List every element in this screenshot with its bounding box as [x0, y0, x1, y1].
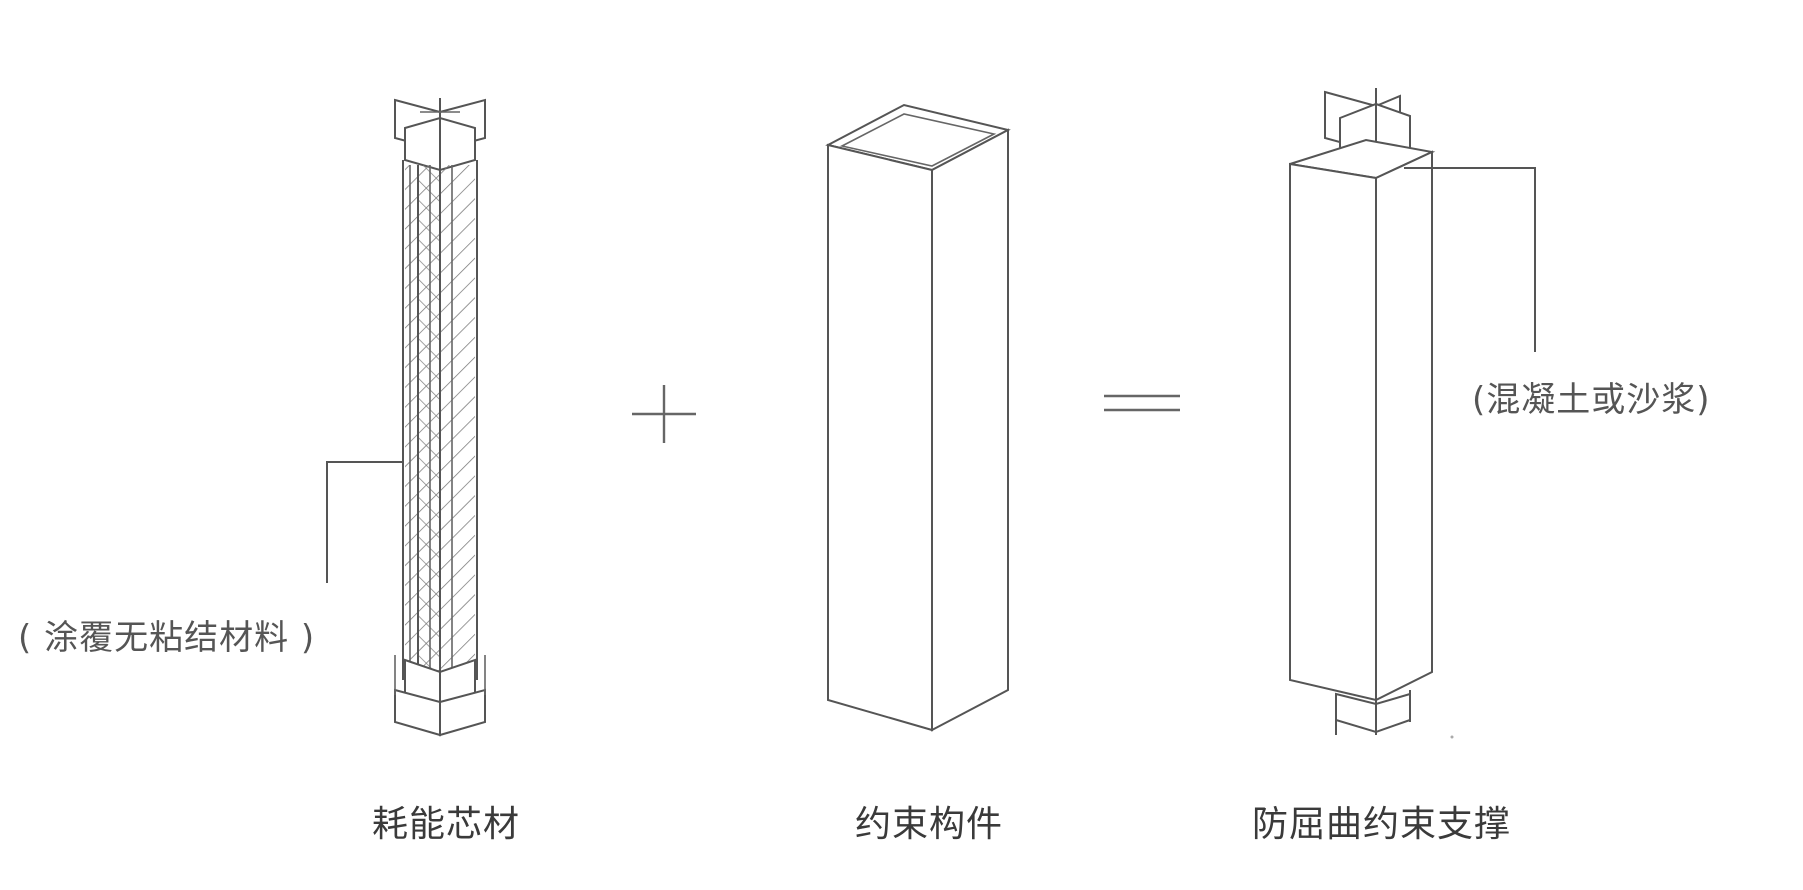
tube-front-face [827, 143, 933, 732]
coating-leader-line [326, 461, 403, 583]
brb-side-face [1375, 150, 1433, 702]
brb-bottom-cruciform [1335, 690, 1411, 735]
caption-core: 耗能芯材 [372, 804, 521, 845]
restraint-tube-figure [825, 103, 1011, 732]
brb-front-face [1289, 162, 1377, 702]
core-bottom-cruciform [394, 655, 486, 737]
core-top-cruciform [394, 98, 486, 172]
fill-material-note: (混凝土或沙浆) [1472, 380, 1711, 420]
caption-brace: 防屈曲约束支撑 [1252, 804, 1512, 845]
core-member-figure [326, 98, 486, 737]
equals-sign [1104, 394, 1180, 412]
caption-restraint: 约束构件 [855, 804, 1004, 845]
core-shaft [402, 160, 478, 680]
core-coating-note: ( 涂覆无粘结材料 ) [18, 618, 316, 658]
brb-figure [1289, 88, 1536, 739]
plus-sign [632, 385, 696, 443]
fill-leader-line [1404, 167, 1536, 352]
tube-side-face [931, 128, 1009, 732]
